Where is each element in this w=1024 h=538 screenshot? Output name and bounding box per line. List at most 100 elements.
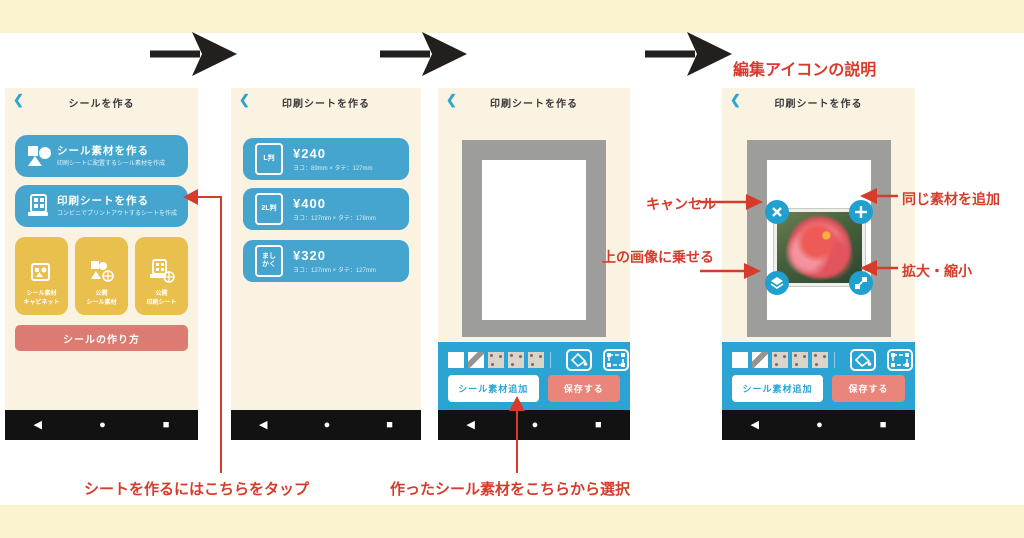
frame-style-button[interactable] (603, 349, 629, 371)
nav-back-icon[interactable]: ◀ (466, 418, 475, 431)
size-option-2l[interactable]: 2L判 ¥400 ヨコ：127mm × タテ：178mm (243, 188, 409, 230)
bg-pattern-swatch-2[interactable] (792, 352, 808, 368)
bg-stripe-swatch[interactable] (468, 352, 484, 368)
nav-back-icon[interactable]: ◀ (259, 418, 268, 431)
nav-back-icon[interactable]: ◀ (750, 418, 759, 431)
screen-editor-with-sticker: ❮ 印刷シートを作る シール素材追加 (722, 88, 915, 440)
tile2-label-line2: シール素材 (86, 300, 117, 306)
bg-pattern-swatch-3[interactable] (528, 352, 544, 368)
print-sheet-icon (21, 194, 57, 218)
tile3-label-line1: 公開 (155, 291, 168, 297)
size-square-badge: ましかく (255, 245, 283, 277)
screen4-title: 印刷シートを作る (774, 98, 863, 110)
bg-pattern-swatch-1[interactable] (772, 352, 788, 368)
size-square-dimensions: ヨコ：127mm × タテ：127mm (293, 268, 376, 274)
nav-recents-icon[interactable]: ■ (594, 418, 602, 431)
public-sheet-icon (149, 259, 175, 283)
nav-recents-icon[interactable]: ■ (386, 418, 393, 431)
tile1-label-line1: シール素材 (26, 291, 57, 297)
sheet-canvas[interactable] (482, 160, 586, 320)
resize-icon[interactable] (849, 271, 873, 295)
bg-pattern-swatch-3[interactable] (812, 352, 828, 368)
size-l-badge: L判 (255, 143, 283, 175)
bg-pattern-swatch-1[interactable] (488, 352, 504, 368)
nav-home-icon[interactable]: ● (99, 418, 106, 431)
add-sticker-material-button[interactable]: シール素材追加 (448, 375, 539, 402)
android-navbar: ◀ ● ■ (231, 410, 421, 440)
background-options-row (722, 342, 915, 371)
paint-bucket-button[interactable] (566, 349, 592, 371)
paint-bucket-icon (854, 353, 872, 367)
how-to-make-stickers-button[interactable]: シールの作り方 (15, 325, 188, 351)
nav-back-icon[interactable]: ◀ (33, 418, 42, 431)
cancel-annotation: キャンセル (646, 196, 716, 212)
background-options-row (438, 342, 630, 371)
nav-home-icon[interactable]: ● (531, 418, 539, 431)
bg-stripe-swatch[interactable] (752, 352, 768, 368)
back-chevron-icon[interactable]: ❮ (239, 92, 250, 107)
cancel-icon[interactable] (765, 200, 789, 224)
back-chevron-icon[interactable]: ❮ (13, 92, 24, 107)
size-square-price: ¥320 (293, 248, 326, 263)
page-bottom-strip (0, 505, 1024, 538)
frame-style-button[interactable] (887, 349, 913, 371)
tile-public-print-sheet[interactable]: 公開 印刷シート (135, 237, 188, 315)
screen2-header: ❮ 印刷シートを作る (231, 88, 421, 116)
nav-home-icon[interactable]: ● (323, 418, 331, 431)
back-chevron-icon[interactable]: ❮ (730, 92, 741, 107)
public-material-icon (90, 261, 114, 282)
screen-sheet-sizes: ❮ 印刷シートを作る L判 ¥240 ヨコ：89mm × タテ：127mm 2L… (231, 88, 421, 440)
editor-toolbar: シール素材追加 保存する (438, 342, 630, 410)
android-navbar: ◀ ● ■ (438, 410, 630, 440)
screen3-header: ❮ 印刷シートを作る (438, 88, 630, 116)
screen2-title: 印刷シートを作る (282, 98, 370, 110)
frame-style-icon (607, 353, 625, 367)
bg-white-swatch[interactable] (448, 352, 464, 368)
flow-arrow-2 (380, 32, 467, 76)
bg-white-swatch[interactable] (732, 352, 748, 368)
save-button[interactable]: 保存する (832, 375, 905, 402)
flow-arrow-3 (645, 32, 732, 76)
screen1-header: ❮ シールを作る (5, 88, 198, 116)
nav-recents-icon[interactable]: ■ (162, 418, 170, 431)
tile-row: シール素材 キャビネット 公開 シール素材 公開 印刷シート (15, 237, 188, 315)
tap-to-create-annotation: シートを作るにはこちらをタップ (84, 481, 310, 498)
size-2l-dimensions: ヨコ：127mm × タテ：178mm (293, 216, 376, 222)
layer-up-icon[interactable] (765, 271, 789, 295)
back-chevron-icon[interactable]: ❮ (446, 92, 457, 107)
android-navbar: ◀ ● ■ (722, 410, 915, 440)
rose-sticker-image[interactable] (774, 209, 865, 286)
tile-public-sticker-material[interactable]: 公開 シール素材 (75, 237, 128, 315)
edit-icons-explanation-title: 編集アイコンの説明 (733, 62, 877, 79)
screen3-title: 印刷シートを作る (490, 98, 578, 110)
size-option-square[interactable]: ましかく ¥320 ヨコ：127mm × タテ：127mm (243, 240, 409, 282)
size-2l-badge: 2L判 (255, 193, 283, 225)
scale-annotation: 拡大・縮小 (902, 263, 972, 279)
size-option-l[interactable]: L判 ¥240 ヨコ：89mm × タテ：127mm (243, 138, 409, 180)
nav-home-icon[interactable]: ● (816, 418, 823, 431)
make-print-sheet-button[interactable]: 印刷シートを作る コンビニでプリントアウトするシートを作成 (15, 185, 188, 227)
save-button[interactable]: 保存する (547, 375, 620, 402)
screen-editor-empty: ❮ 印刷シートを作る シール素材追加 保存する ◀ ● ■ (438, 88, 630, 440)
size-l-price: ¥240 (293, 146, 326, 161)
page-top-strip (0, 0, 1024, 33)
make-sticker-material-label: シール素材を作る (57, 145, 149, 158)
overlay-annotation: 上の画像に乗せる (602, 249, 714, 265)
tile2-label-line1: 公開 (95, 291, 108, 297)
tile-sticker-cabinet[interactable]: シール素材 キャビネット (15, 237, 68, 315)
sheet-frame (746, 140, 891, 337)
add-same-material-icon[interactable] (849, 200, 873, 224)
android-navbar: ◀ ● ■ (5, 410, 198, 440)
size-2l-price: ¥400 (293, 196, 326, 211)
make-sticker-material-button[interactable]: シール素材を作る 印刷シートに配置するシール素材を作成 (15, 135, 188, 177)
bg-pattern-swatch-2[interactable] (508, 352, 524, 368)
toolbar-divider (834, 352, 835, 368)
frame-style-icon (891, 353, 909, 367)
paint-bucket-button[interactable] (850, 349, 876, 371)
cabinet-icon (30, 263, 50, 281)
sheet-frame (462, 140, 606, 337)
add-sticker-material-button[interactable]: シール素材追加 (732, 375, 824, 402)
nav-recents-icon[interactable]: ■ (879, 418, 887, 431)
screen-make-sticker: ❮ シールを作る シール素材を作る 印刷シートに配置するシール素材を作成 印刷シ… (5, 88, 198, 440)
add-same-annotation: 同じ素材を追加 (902, 191, 1000, 207)
